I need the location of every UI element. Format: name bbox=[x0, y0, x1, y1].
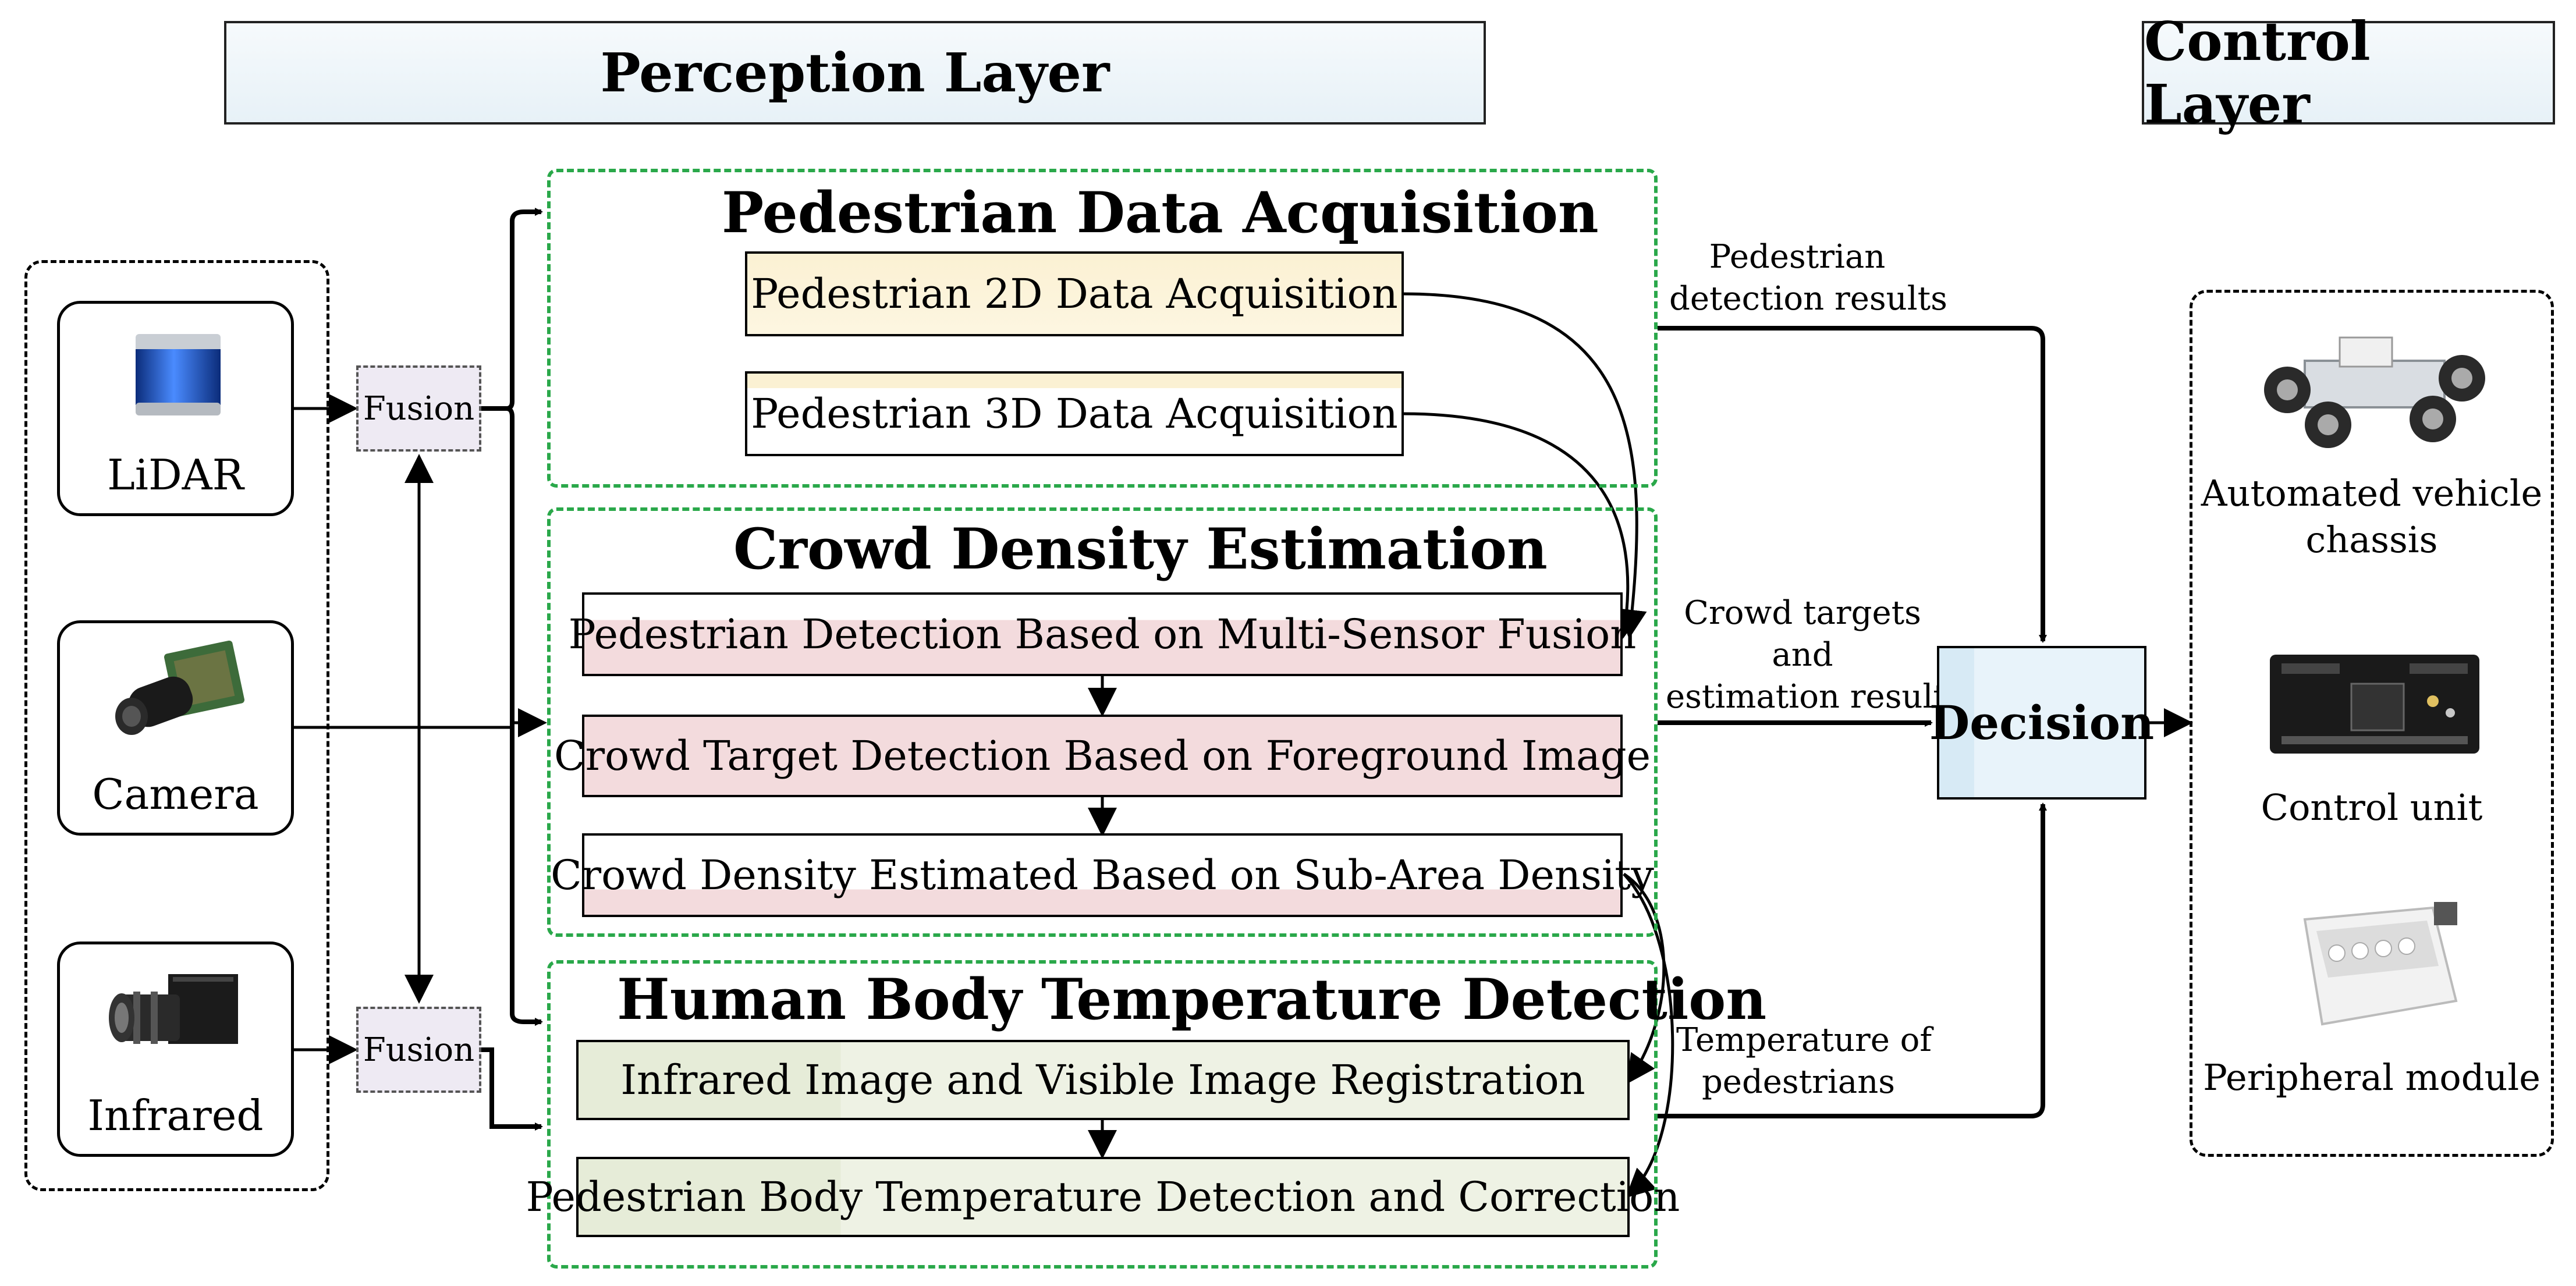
peripheral-module-label: Peripheral module bbox=[2203, 1056, 2540, 1099]
sensor-group bbox=[24, 260, 329, 1191]
step-temperature-correction-label: Pedestrian Body Temperature Detection an… bbox=[526, 1173, 1680, 1221]
fusion-box-top: Fusion bbox=[356, 365, 481, 452]
edge-crowd-line1: Crowd targets bbox=[1684, 594, 1921, 632]
camera-label: Camera bbox=[92, 770, 259, 819]
edge-temp-line2: pedestrians bbox=[1701, 1063, 1896, 1101]
infrared-sensor: Infrared bbox=[57, 942, 294, 1157]
edge-label-detection: Pedestrian detection results bbox=[1669, 236, 1947, 324]
edge-label-temperature: Temperature of pedestrians bbox=[1676, 1019, 1932, 1107]
acquisition-title: Pedestrian Data Acquisition bbox=[722, 178, 1599, 248]
control-layer-label: Control Layer bbox=[2144, 10, 2371, 136]
fusion-box-bottom: Fusion bbox=[356, 1007, 481, 1093]
step-crowd-target-detection: Crowd Target Detection Based on Foregrou… bbox=[554, 715, 1651, 797]
step-crowd-density: Crowd Density Estimated Based on Sub-Are… bbox=[551, 833, 1654, 917]
step-image-registration: Infrared Image and Visible Image Registr… bbox=[576, 1040, 1630, 1120]
peripheral-module-icon bbox=[2303, 902, 2458, 1026]
control-unit-label: Control unit bbox=[2261, 786, 2483, 829]
camera-sensor: Camera bbox=[57, 620, 294, 836]
step-pedestrian-detection-label: Pedestrian Detection Based on Multi-Sens… bbox=[568, 610, 1637, 658]
edge-detection-line2: detection results bbox=[1669, 280, 1947, 318]
lidar-label: LiDAR bbox=[107, 450, 244, 499]
step-2d-acquisition: Pedestrian 2D Data Acquisition bbox=[745, 251, 1404, 336]
control-group bbox=[2190, 290, 2554, 1157]
perception-layer-title: Perception Layer bbox=[224, 21, 1486, 125]
acquisition-section bbox=[547, 169, 1658, 488]
step-crowd-target-label: Crowd Target Detection Based on Foregrou… bbox=[554, 732, 1651, 780]
temperature-title: Human Body Temperature Detection bbox=[617, 965, 1766, 1035]
edge-crowd-line2: and bbox=[1772, 636, 1833, 674]
step-pedestrian-detection: Pedestrian Detection Based on Multi-Sens… bbox=[569, 592, 1636, 676]
crowd-title: Crowd Density Estimation bbox=[733, 514, 1548, 584]
lidar-sensor: LiDAR bbox=[57, 301, 294, 516]
control-unit-icon bbox=[2270, 655, 2479, 754]
step-temperature-correction: Pedestrian Body Temperature Detection an… bbox=[526, 1157, 1680, 1237]
edge-crowd-line3: estimation results bbox=[1666, 678, 1963, 716]
chassis-label: Automated vehicle chassis bbox=[2194, 470, 2549, 569]
vehicle-chassis-icon bbox=[2264, 336, 2485, 448]
edge-temp-line1: Temperature of bbox=[1676, 1021, 1932, 1059]
decision-label: Decision bbox=[1929, 695, 2155, 750]
lidar-icon bbox=[136, 334, 221, 415]
step-image-registration-label: Infrared Image and Visible Image Registr… bbox=[620, 1056, 1585, 1104]
chassis-line1: Automated vehicle bbox=[2201, 472, 2543, 514]
step-3d-label: Pedestrian 3D Data Acquisition bbox=[751, 390, 1398, 438]
infrared-camera-icon bbox=[109, 974, 238, 1044]
temperature-section bbox=[547, 960, 1658, 1269]
step-3d-acquisition: Pedestrian 3D Data Acquisition bbox=[745, 371, 1404, 456]
step-2d-label: Pedestrian 2D Data Acquisition bbox=[751, 270, 1398, 318]
chassis-line2: chassis bbox=[2305, 518, 2438, 561]
step-crowd-density-label: Crowd Density Estimated Based on Sub-Are… bbox=[551, 851, 1654, 899]
edge-label-crowd: Crowd targets and estimation results bbox=[1666, 592, 1963, 720]
control-layer-title: Control Layer bbox=[2142, 10, 2555, 136]
infrared-label: Infrared bbox=[87, 1091, 264, 1140]
fusion-top-label: Fusion bbox=[363, 389, 475, 428]
edge-detection-line1: Pedestrian bbox=[1709, 238, 1886, 276]
camera-icon bbox=[115, 640, 245, 735]
fusion-bottom-label: Fusion bbox=[363, 1031, 475, 1069]
crowd-section bbox=[547, 507, 1658, 937]
decision-box: Decision bbox=[1929, 646, 2154, 800]
perception-layer-label: Perception Layer bbox=[600, 41, 1110, 104]
